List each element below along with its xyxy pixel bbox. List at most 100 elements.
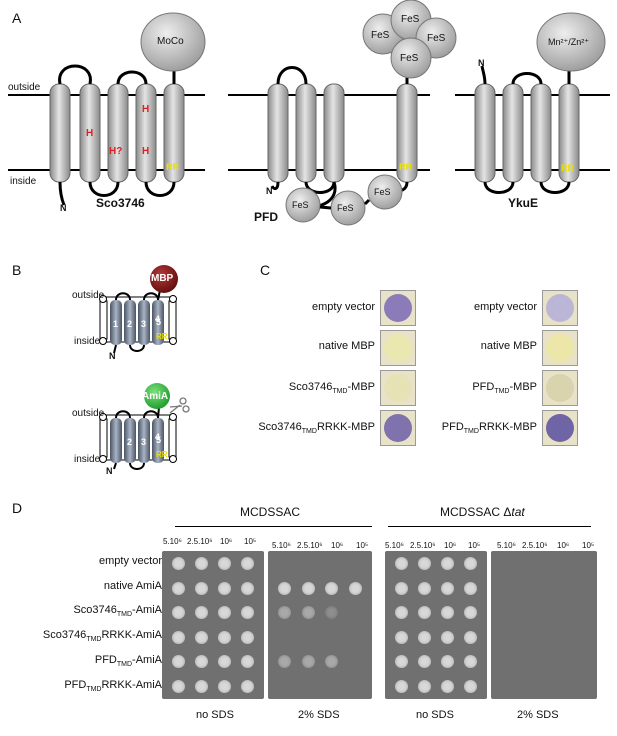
media-wt-label: MCDSSAC bbox=[240, 505, 301, 519]
colony-spot bbox=[218, 557, 231, 570]
dil-wt-SDS-2: 10⁶ bbox=[331, 541, 344, 550]
fes-cyto-3: FeS bbox=[374, 187, 391, 197]
dil-wt-noSDS-3: 10⁵ bbox=[244, 537, 257, 546]
scissors-icon bbox=[169, 397, 190, 414]
helix-4: 4 bbox=[155, 314, 161, 324]
c-right-well-0 bbox=[542, 290, 578, 326]
colony-spot bbox=[395, 680, 408, 693]
colony-spot bbox=[278, 581, 292, 595]
c-right-disc-3 bbox=[546, 414, 574, 442]
outside-label-b1: outside bbox=[72, 290, 105, 301]
sco3746-label: Sco3746 bbox=[96, 196, 145, 210]
residue-h3: H? bbox=[109, 146, 123, 157]
d-strain-0: empty vector bbox=[99, 555, 162, 567]
colony-spot bbox=[441, 680, 454, 693]
c-left-well-2 bbox=[380, 370, 416, 406]
fes-cyto-1: FeS bbox=[292, 200, 309, 210]
d-strain-4: PFDTMD-AmiA bbox=[94, 654, 162, 669]
colony-spot bbox=[172, 655, 185, 669]
rr-motif-pfd: RR bbox=[399, 162, 412, 172]
colony-spot bbox=[418, 655, 431, 669]
c-left-disc-3 bbox=[384, 414, 412, 442]
c-right-well-3 bbox=[542, 410, 578, 446]
fes-top: FeS bbox=[401, 14, 420, 25]
colony-spot bbox=[278, 655, 292, 669]
media-wt-rule bbox=[175, 526, 372, 527]
c-right-label-1: native MBP bbox=[480, 340, 537, 352]
dil-wt-noSDS-1: 2.5.10⁶ bbox=[187, 537, 213, 546]
pfd-helices bbox=[267, 83, 418, 183]
n-term-ykue: N bbox=[478, 58, 485, 68]
c-right-label-0: empty vector bbox=[474, 301, 537, 313]
colony-spot bbox=[172, 606, 185, 620]
c-left-well-3 bbox=[380, 410, 416, 446]
colony-spot bbox=[464, 630, 477, 644]
colony-spot bbox=[195, 557, 208, 570]
colony-spot bbox=[195, 630, 208, 644]
moco-label: MoCo bbox=[157, 36, 184, 47]
colony-spot bbox=[301, 581, 315, 595]
colony-spot bbox=[395, 655, 408, 669]
dil-tat-noSDS-0: 5.10⁶ bbox=[385, 541, 404, 550]
c-left-disc-1 bbox=[384, 334, 412, 362]
media-tat-label: MCDSSAC Δtat bbox=[440, 505, 525, 519]
helix-1: 1 bbox=[113, 319, 119, 329]
colony-spot bbox=[241, 630, 254, 644]
c-left-label-0: empty vector bbox=[312, 301, 375, 313]
n-term-b1: N bbox=[109, 351, 116, 361]
d-strain-1: native AmiA bbox=[103, 580, 162, 592]
c-left-label-2: Sco3746TMD-MBP bbox=[288, 381, 375, 396]
inside-label-a: inside bbox=[10, 176, 37, 187]
cond-tat-noSDS: no SDS bbox=[416, 709, 454, 721]
colony-spot bbox=[241, 557, 254, 570]
colony-spot bbox=[418, 606, 431, 620]
n-term-sco: N bbox=[60, 203, 67, 213]
colony-spot bbox=[441, 630, 454, 644]
dil-wt-SDS-0: 5.10⁶ bbox=[272, 541, 291, 550]
colony-spot bbox=[464, 680, 477, 693]
outside-label-a: outside bbox=[8, 82, 41, 93]
colony-spot bbox=[464, 655, 477, 669]
panel-a-diagram bbox=[8, 0, 610, 226]
c-right-disc-0 bbox=[546, 294, 574, 322]
colony-spot bbox=[301, 655, 315, 669]
colony-spot bbox=[195, 680, 208, 693]
dil-tat-SDS-0: 5.10⁶ bbox=[497, 541, 516, 550]
colony-spot bbox=[218, 680, 231, 693]
fes-cyto-2: FeS bbox=[337, 203, 354, 213]
media-tat-rule bbox=[388, 526, 591, 527]
colony-spot bbox=[218, 581, 231, 595]
c-left-label-1: native MBP bbox=[318, 340, 375, 352]
fes-bottom: FeS bbox=[400, 53, 419, 64]
colony-spot bbox=[278, 606, 292, 620]
colony-spot bbox=[395, 630, 408, 644]
panel-b-diagram bbox=[99, 265, 190, 470]
fes-left: FeS bbox=[371, 30, 390, 41]
colony-spot bbox=[325, 606, 339, 620]
residue-h1: H bbox=[86, 128, 94, 139]
colony-spot bbox=[464, 581, 477, 595]
panel-d-letter: D bbox=[12, 500, 23, 516]
dil-tat-noSDS-1: 2.5.10⁶ bbox=[410, 541, 436, 550]
residue-h2: H bbox=[142, 104, 150, 115]
mn-zn-label: Mn²⁺/Zn²⁺ bbox=[548, 37, 590, 47]
colony-spot bbox=[301, 606, 315, 620]
colony-spot bbox=[218, 655, 231, 669]
colony-spot bbox=[325, 655, 339, 669]
colony-spot bbox=[195, 606, 208, 620]
colony-spot bbox=[172, 557, 185, 570]
colony-spot bbox=[172, 630, 185, 644]
dil-tat-SDS-1: 2.5.10⁶ bbox=[522, 541, 548, 550]
cond-wt-noSDS: no SDS bbox=[196, 709, 234, 721]
colony-spot bbox=[218, 630, 231, 644]
colony-spot bbox=[195, 655, 208, 669]
c-left-well-0 bbox=[380, 290, 416, 326]
helix-b2-4: 4 bbox=[155, 432, 161, 442]
helix-b2-2: 2 bbox=[127, 437, 133, 447]
dil-tat-SDS-2: 10⁶ bbox=[557, 541, 570, 550]
dil-tat-SDS-3: 10⁵ bbox=[582, 541, 595, 550]
cond-tat-SDS: 2% SDS bbox=[517, 709, 559, 721]
c-left-well-1 bbox=[380, 330, 416, 366]
c-right-label-3: PFDTMDRRKK-MBP bbox=[441, 421, 537, 436]
helix-b2-3: 3 bbox=[141, 437, 147, 447]
